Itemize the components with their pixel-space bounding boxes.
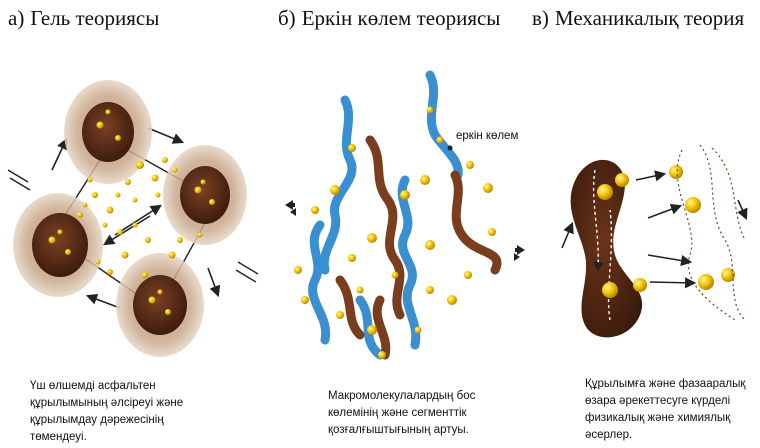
caption-line: көлемінің және сегменттік (328, 405, 503, 422)
panel-a-caption: Үш өлшемді асфальтен құрылымының әлсіреу… (30, 378, 205, 446)
caption-line: құрылымының әлсіреуі және (30, 395, 205, 412)
mechanical-theory-diagram (562, 145, 746, 337)
free-volume-diagram (285, 75, 525, 359)
asphaltene-cluster-right (163, 145, 247, 245)
asphaltene-cluster-left (13, 193, 103, 297)
asphaltene-cluster-bottom (116, 253, 204, 357)
caption-line: әсерлер. (585, 427, 760, 444)
caption-line: Құрылымға және фазааралық (585, 376, 760, 393)
free-volume-label: еркін көлем (456, 130, 518, 142)
caption-line: қозғалғыштығының артуы. (328, 422, 503, 439)
arrow (148, 128, 182, 142)
caption-line: төмендеуі. (30, 429, 205, 446)
panel-c-caption: Құрылымға және фазааралық өзара әрекетте… (585, 376, 760, 444)
panel-b-caption: Макромолекулалардың бос көлемінің және с… (328, 388, 503, 439)
blue-chains (313, 75, 459, 355)
caption-line: Макромолекулалардың бос (328, 388, 503, 405)
caption-line: өзара әрекеттесуге күрделі (585, 393, 760, 410)
caption-line: Үш өлшемді асфальтен (30, 378, 205, 395)
caption-line: құрылымдау дәрежесінің (30, 412, 205, 429)
gel-theory-diagram (8, 80, 258, 357)
caption-line: физикалық және химиялық (585, 410, 760, 427)
